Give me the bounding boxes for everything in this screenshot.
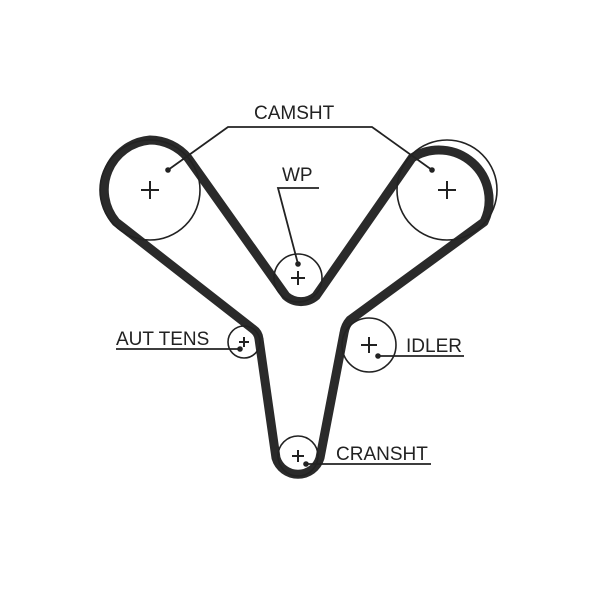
idler-leader bbox=[375, 353, 464, 359]
crankshaft-label: CRANSHT bbox=[336, 444, 428, 465]
camshaft-leader bbox=[165, 126, 435, 173]
idler-label: IDLER bbox=[406, 336, 462, 357]
water-pump-leader bbox=[276, 187, 319, 267]
camshaft-pulley-left bbox=[99, 139, 201, 241]
water-pump-label: WP bbox=[282, 165, 313, 186]
auto-tensioner-label: AUT TENS bbox=[116, 329, 209, 350]
camshaft-pulley-right bbox=[396, 139, 498, 241]
timing-belt bbox=[99, 135, 494, 479]
water-pump-pulley bbox=[273, 253, 323, 303]
crankshaft-pulley bbox=[277, 435, 319, 477]
camshaft-label: CAMSHT bbox=[254, 103, 335, 124]
auto-tensioner-pulley bbox=[227, 325, 261, 359]
auto-tensioner-leader bbox=[116, 346, 243, 352]
crankshaft-leader bbox=[303, 461, 431, 467]
idler-pulley bbox=[341, 317, 397, 373]
